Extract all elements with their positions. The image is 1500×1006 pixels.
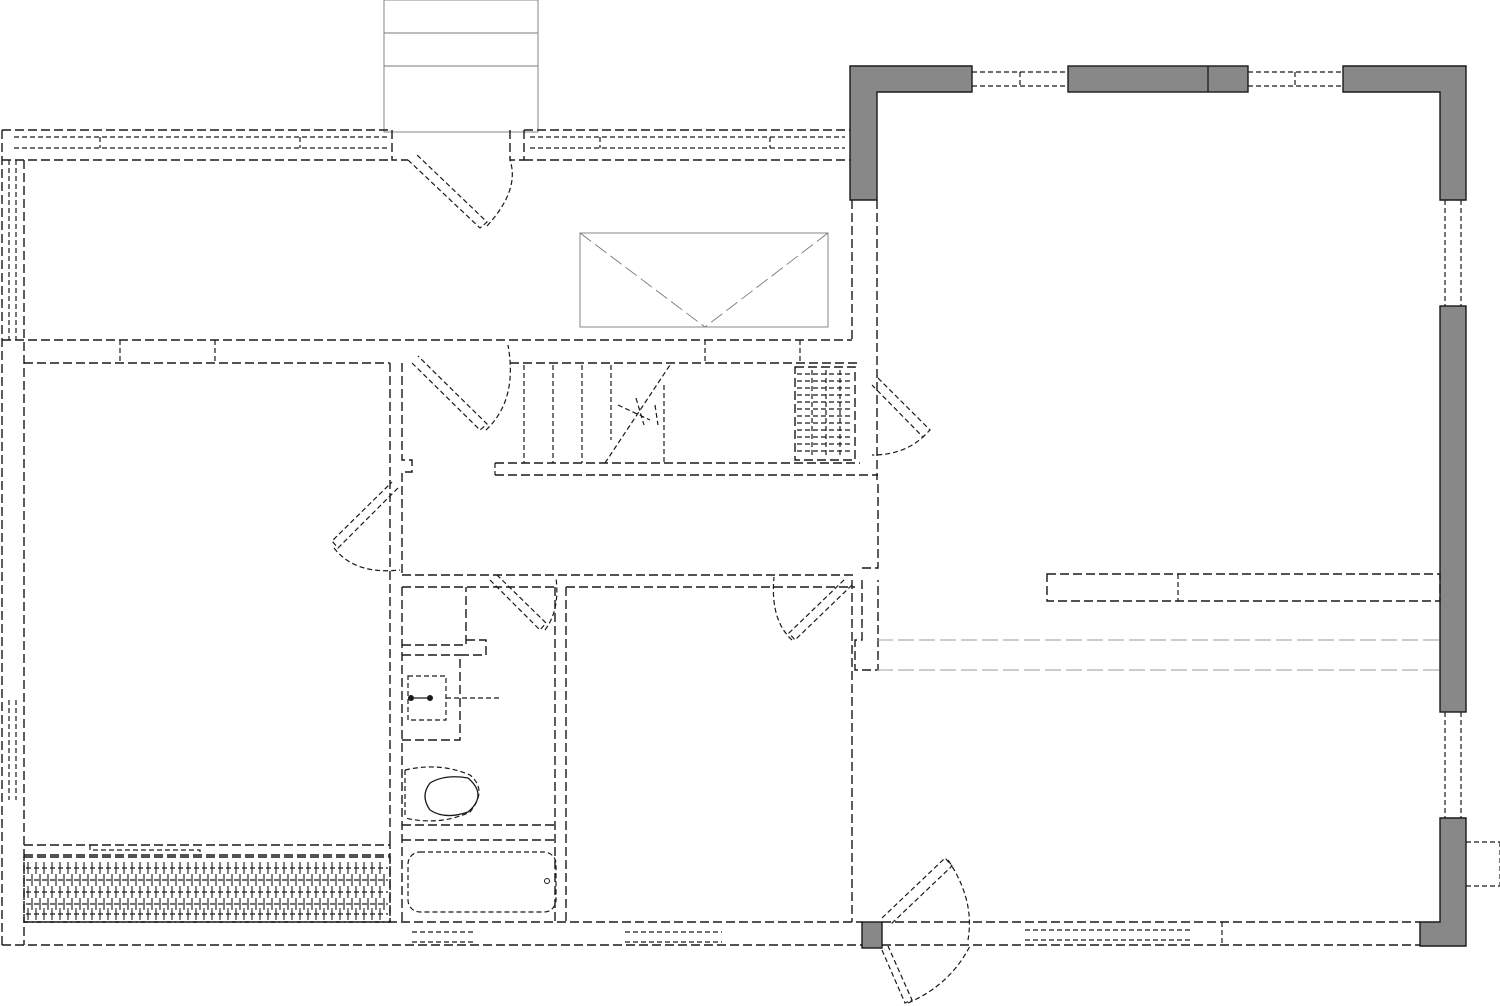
- toilet: [404, 766, 480, 822]
- bathtub: [407, 851, 557, 913]
- left-block-outer-walls: [1, 129, 878, 946]
- staircase: [494, 364, 878, 476]
- bedroom-door: [331, 481, 401, 572]
- entry-door: [407, 152, 513, 229]
- bath-door: [489, 573, 558, 631]
- entry-steps: [383, 0, 539, 133]
- patio-door: [881, 857, 971, 1004]
- overhead-beam: [877, 639, 1440, 671]
- sink: [407, 675, 500, 721]
- corridor-wall: [2, 339, 860, 364]
- bath-walls: [389, 480, 879, 922]
- bedroom-left: [24, 363, 413, 856]
- cabinet-door: [871, 377, 931, 456]
- linen-cabinet: [794, 366, 856, 461]
- skylight: [579, 232, 829, 328]
- room-door: [772, 576, 853, 641]
- great-room-walls: [849, 65, 1500, 949]
- kitchen-counter: [1046, 573, 1441, 602]
- hall-door: [411, 344, 511, 431]
- closet-storage: [23, 856, 391, 923]
